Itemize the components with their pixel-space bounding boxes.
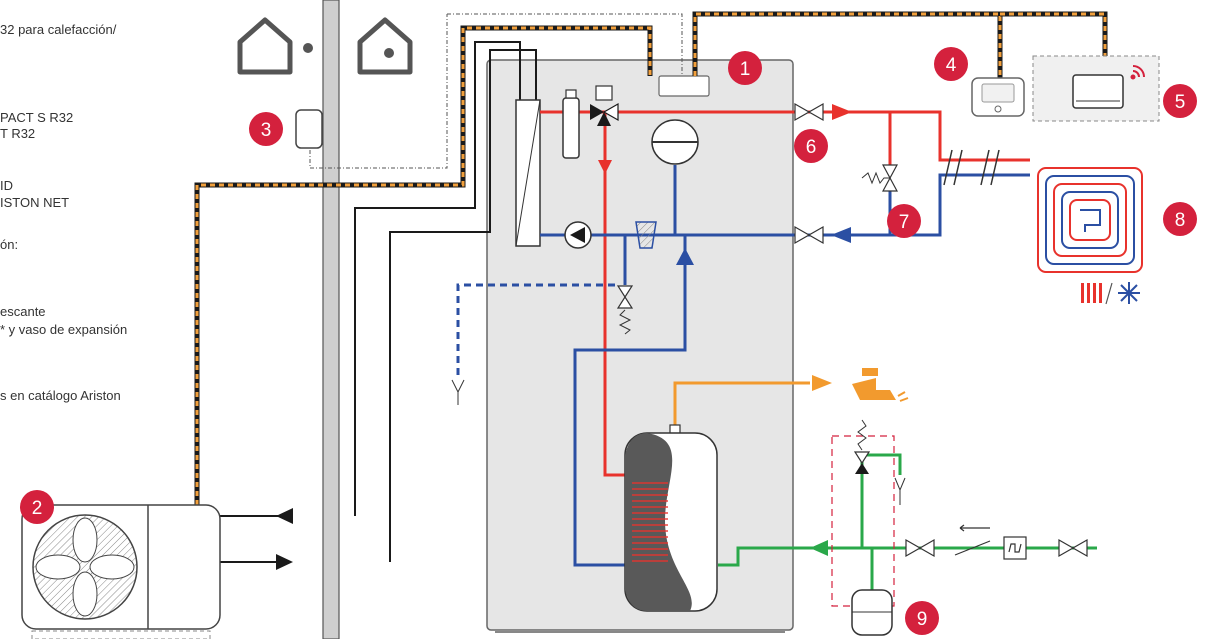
legend-line: T R32 [0,126,36,141]
gateway-icon [1072,74,1124,109]
room-sensor-icon [295,109,323,149]
flow-arrow-icon [832,104,852,120]
svg-text:7: 7 [899,212,910,233]
indoor-dot-icon [384,48,394,58]
refrigerant-lines [354,41,537,562]
house-icon [357,17,413,75]
svg-text:1: 1 [740,59,751,80]
expansion-vessel-icon [851,589,893,636]
pipe-break-icon [943,149,1000,186]
drain-icon [451,379,465,405]
svg-text:4: 4 [946,55,957,76]
legend-text: 32 para calefacción/ PACT S R32 T R32 ID… [0,0,200,420]
heat-exchanger [515,99,541,247]
svg-text:9: 9 [917,609,928,630]
sensor-cable [447,13,683,76]
callout-7: 7 [887,204,921,238]
svg-text:5: 5 [1175,92,1186,113]
safety-valve-icon [616,285,634,335]
callout-8: 8 [1163,202,1197,236]
callout-3: 3 [249,112,283,146]
legend-line: 32 para calefacción/ [0,22,117,37]
faucet-icon [852,368,909,402]
refrigerant-arrow-icon [276,554,293,570]
bypass-valve-icon [861,164,899,192]
svg-text:2: 2 [32,498,43,519]
legend-line: escante [0,304,46,319]
expansion-vessel-icon [651,119,699,165]
three-way-valve-icon [590,85,619,126]
filter-cartridge-icon [562,89,580,159]
mains-arrow-icon [810,540,828,556]
pressure-relief-valve-icon [853,419,906,505]
control-cable [194,11,1108,505]
pump-icon [564,221,592,249]
wifi-icon [1130,65,1145,80]
radiator-icon [1081,283,1102,303]
divider-slash [1105,282,1113,305]
control-board [658,75,710,97]
floor-heating-coil-icon [1037,167,1143,273]
outdoor-unit [21,504,221,639]
callout-9: 9 [905,601,939,635]
strainer-icon [635,221,657,249]
legend-line: s en catálogo Ariston [0,388,121,403]
thermostat-icon [971,77,1025,117]
svg-text:8: 8 [1175,210,1186,231]
legend-line: ón: [0,237,19,252]
return-arrow-icon [831,227,851,243]
callout-5: 5 [1163,84,1197,118]
callout-2: 2 [20,490,54,524]
snowflake-icon [1118,282,1140,304]
svg-text:3: 3 [261,120,272,141]
callout-6: 6 [794,129,828,163]
callout-1: 1 [728,51,762,85]
sensor-cable [309,14,448,169]
legend-line: PACT S R32 [0,110,74,125]
legend-line: * y vaso de expansión [0,322,128,337]
legend-line: ID [0,178,13,193]
svg-text:6: 6 [806,137,817,158]
dhw-arrow-icon [812,375,832,391]
wall [322,0,340,639]
outdoor-dot-icon [303,43,313,53]
return-arrow-icon [676,248,694,265]
dhw-tank-icon [624,424,718,612]
legend-line: ISTON NET [0,195,70,210]
flow-arrow-icon [598,160,612,174]
dhw-pipe [673,381,810,425]
house-icon [237,17,293,75]
fan-icon [35,517,135,617]
callout-4: 4 [934,47,968,81]
mains-fittings [905,524,1088,560]
isolation-valve-icon [794,102,824,245]
